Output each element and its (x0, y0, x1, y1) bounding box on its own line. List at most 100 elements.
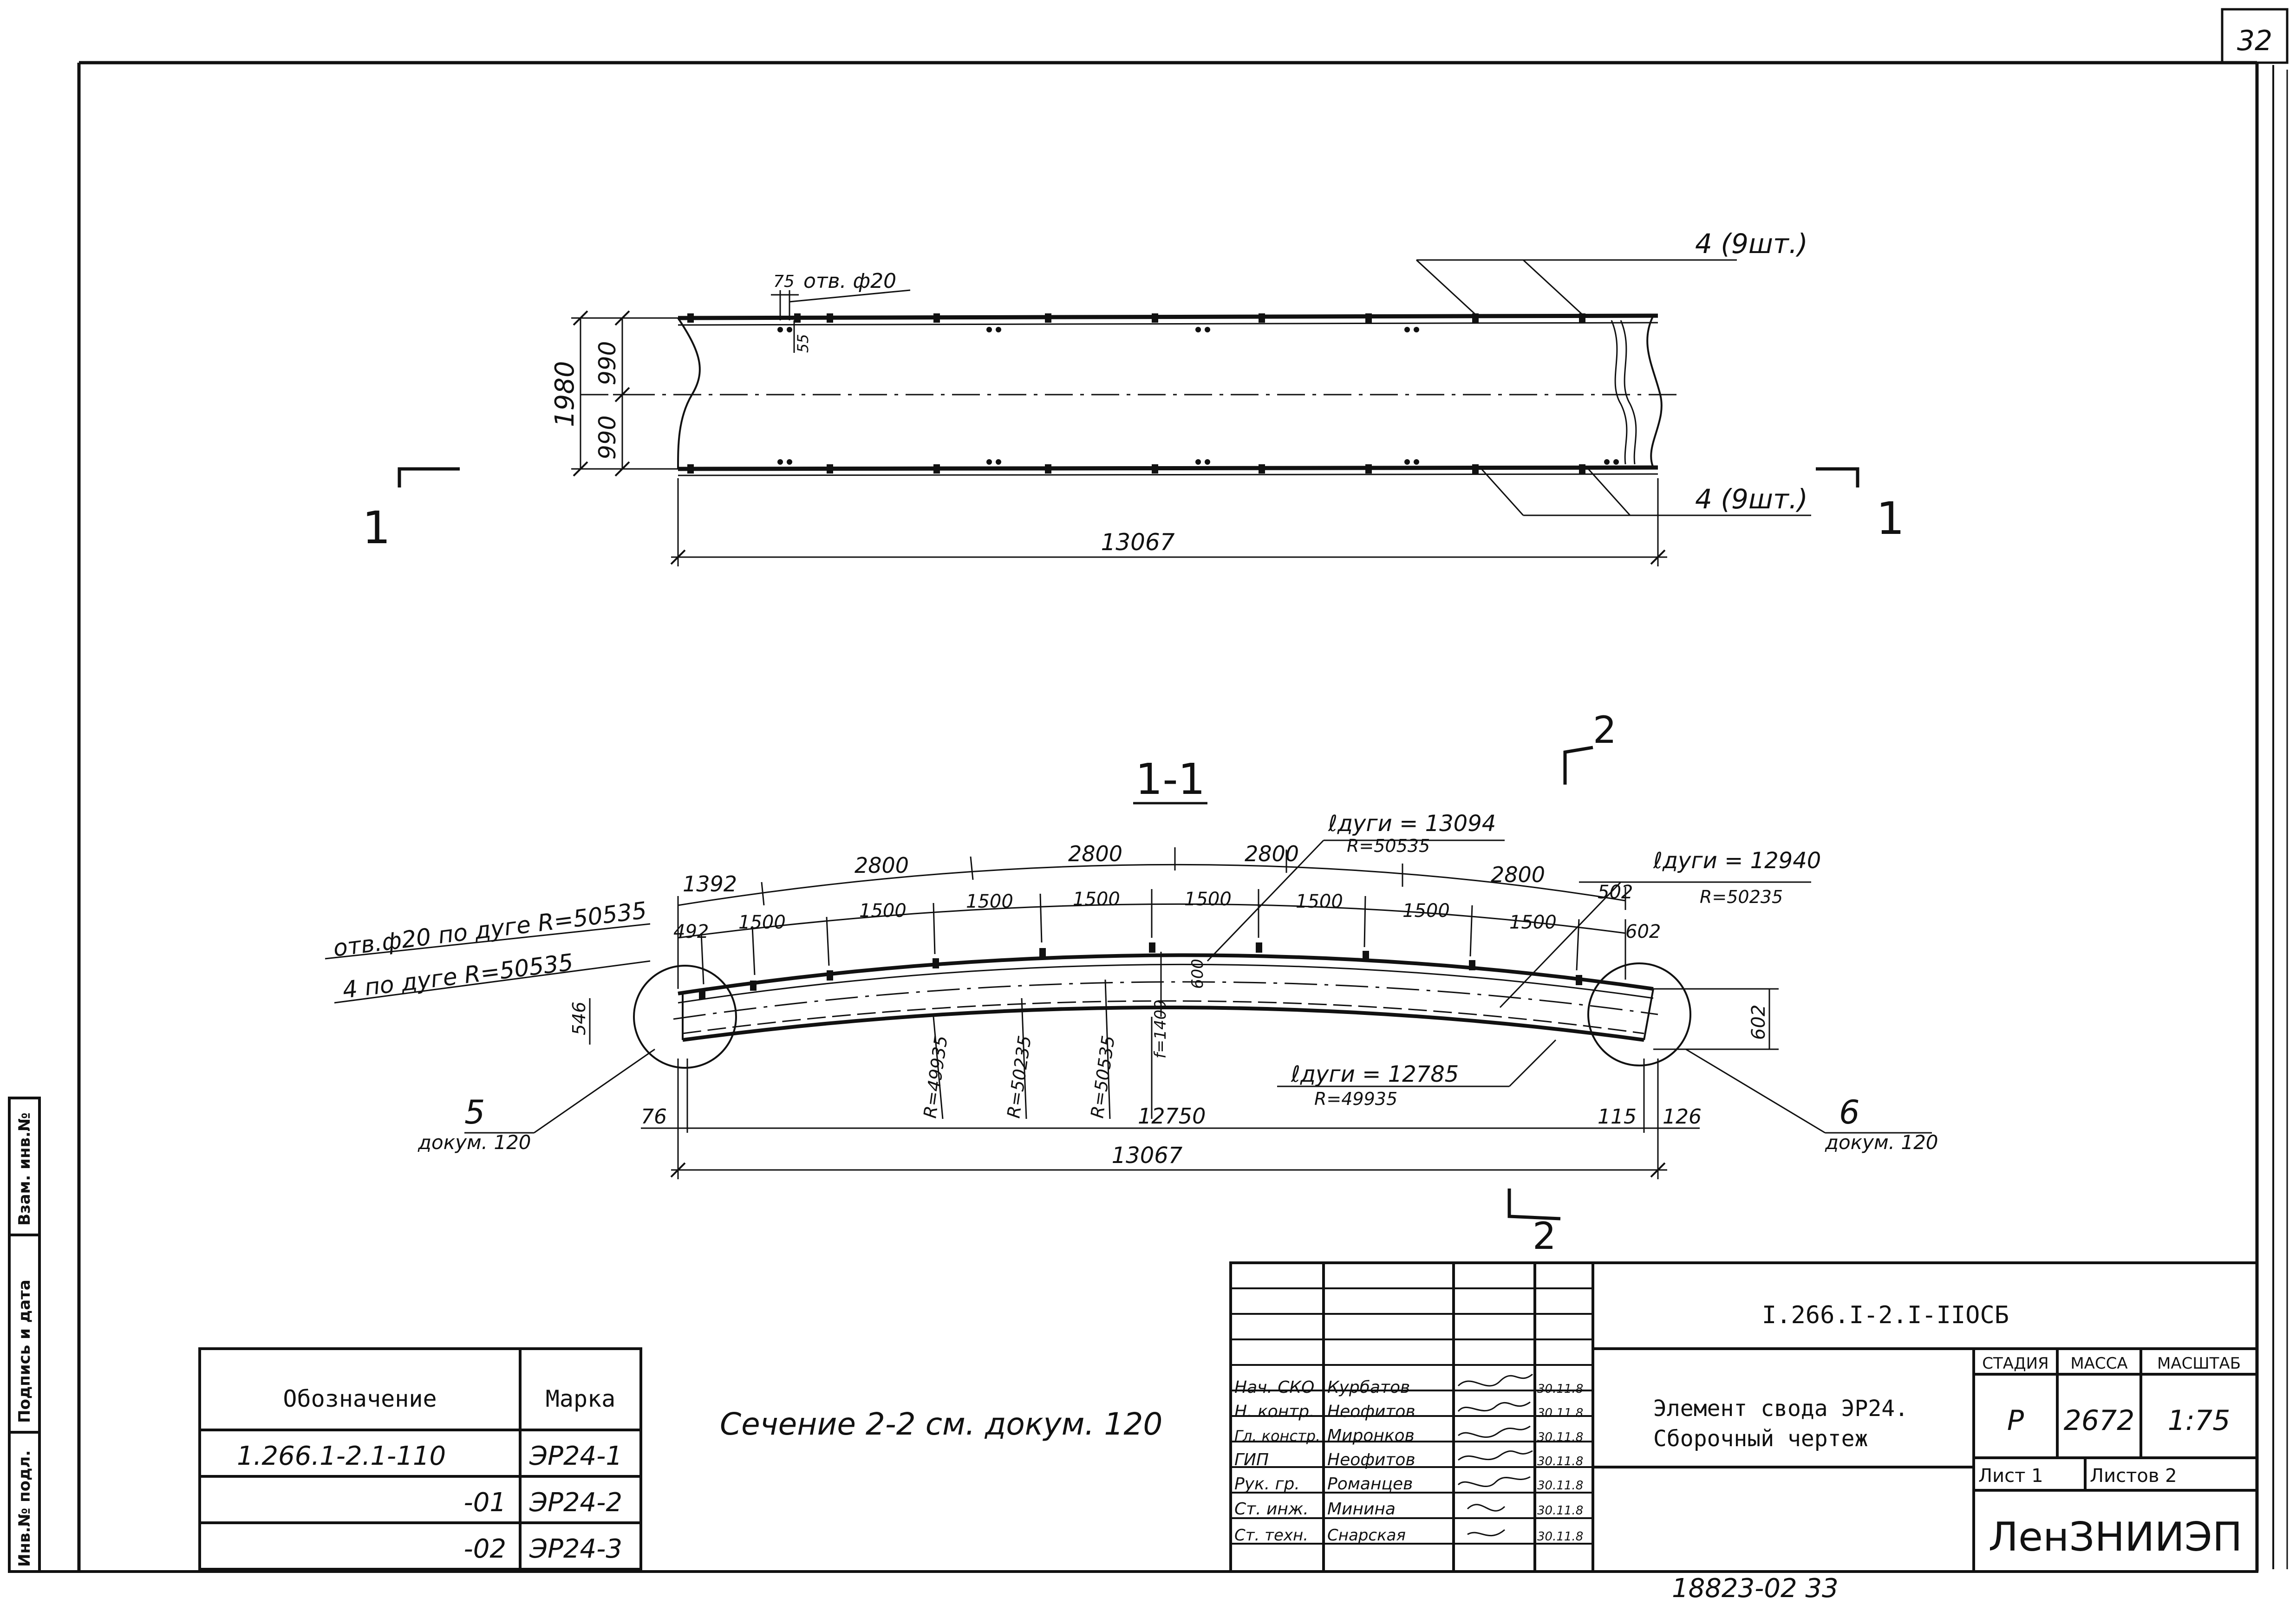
section-dim-502: 502 (1598, 882, 1633, 903)
mass-label: МАССА (2070, 1354, 2127, 1373)
section-dim-600: 600 (1188, 959, 1207, 989)
staff-name: Миронков (1327, 1426, 1415, 1445)
spec-header-designation: Обозначение (283, 1385, 437, 1412)
section-dim-126: 126 (1663, 1105, 1702, 1129)
staff-date: 30.11.8 (1537, 1530, 1583, 1544)
scale-value: 1:75 (2168, 1404, 2231, 1437)
section-dim-2800-4: 2800 (1491, 862, 1545, 887)
side-stamp-inv-sub: Инв.№ подл. (15, 1450, 34, 1567)
plan-hole-label: отв. ф20 (803, 269, 896, 293)
section-arc-right-r: R=50235 (1700, 887, 1783, 907)
staff-date: 30.11.8 (1537, 1406, 1583, 1420)
signatures (1457, 1373, 1533, 1536)
section-arc-bottom-l: ℓдуги = 12785 (1291, 1061, 1459, 1087)
section-node-right-ref: докум. 120 (1825, 1131, 1938, 1154)
section-dim-1500-3: 1500 (966, 891, 1013, 912)
section-dim-1500-6: 1500 (1296, 891, 1343, 912)
staff-date: 30.11.8 (1537, 1382, 1583, 1396)
staff-name: Романцев (1327, 1475, 1413, 1494)
plan-callout-top: 4 (9шт.) (1695, 228, 1808, 260)
section-cut-marker-top: 2 (1593, 708, 1617, 752)
spec-row-3-designation: -02 (464, 1534, 506, 1564)
section-node-right-num: 6 (1839, 1093, 1860, 1131)
staff-date: 30.11.8 (1537, 1455, 1583, 1468)
section-dim-115: 115 (1598, 1105, 1637, 1129)
section-dim-f: f=1409 (1151, 1000, 1170, 1059)
section-dim-2800-1: 2800 (854, 853, 909, 878)
section-dim-602-top: 602 (1625, 921, 1661, 942)
staff-role: Рук. гр. (1234, 1475, 1300, 1494)
spec-row-1-mark: ЭР24-1 (529, 1441, 622, 1471)
plan-view (398, 259, 1859, 566)
section-dim-12750: 12750 (1138, 1104, 1206, 1129)
plan-callout-bottom: 4 (9шт.) (1695, 483, 1808, 515)
stage-value: Р (2007, 1404, 2024, 1437)
section-bolts (699, 942, 1582, 999)
side-stamp (8, 1097, 41, 1573)
section-note: Сечение 2-2 см. докум. 120 (720, 1406, 1162, 1442)
section-dim-1500-5: 1500 (1184, 889, 1232, 910)
plan-dim-1980: 1980 (550, 361, 580, 427)
stage-label: СТАДИЯ (1982, 1354, 2048, 1373)
section-arc-right-l: ℓдуги = 12940 (1653, 848, 1821, 874)
section-dim-76: 76 (641, 1105, 667, 1129)
plan-dim-55: 55 (794, 334, 812, 353)
side-stamp-inv-swap: Взам. инв.№ (15, 1112, 34, 1226)
spec-row-2-mark: ЭР24-2 (529, 1488, 622, 1518)
plan-dim-990-top: 990 (594, 341, 621, 385)
plan-dim-75: 75 (773, 272, 795, 291)
section-r-label-3: R=50535 (1087, 1034, 1119, 1120)
spec-row-2-designation: -01 (464, 1488, 506, 1518)
spec-row-3-mark: ЭР24-3 (529, 1534, 622, 1564)
section-dim-1500-4: 1500 (1073, 889, 1120, 910)
staff-name: Минина (1327, 1500, 1396, 1519)
section-node-left-ref: докум. 120 (417, 1131, 531, 1154)
staff-role: Ст. инж. (1234, 1500, 1309, 1519)
staff-role: Ст. техн. (1234, 1526, 1308, 1545)
staff-role: ГИП (1234, 1450, 1269, 1469)
section-arc-top-l: ℓдуги = 13094 (1328, 811, 1496, 837)
section-dim-1500-2: 1500 (859, 900, 907, 922)
section-r-label-1: R=49935 (920, 1034, 952, 1120)
section-arc-top-r: R=50535 (1347, 836, 1430, 856)
title-block (1229, 1261, 2258, 1573)
section-arc-bottom-r: R=49935 (1314, 1089, 1397, 1109)
section-view (325, 746, 1932, 1221)
section-dim-492: 492 (673, 921, 709, 942)
org-name: ЛенЗНИИЭП (1989, 1514, 2243, 1560)
plan-bolts (687, 313, 1619, 474)
sheet-label: Лист 1 (1978, 1465, 2043, 1487)
drawing-title-line2: Сборочный чертеж (1653, 1426, 1868, 1452)
plan-dim-13067: 13067 (1101, 529, 1174, 556)
section-dim-1500-1: 1500 (738, 912, 786, 933)
drawing-title-line1: Элемент свода ЭР24. (1653, 1396, 1908, 1422)
staff-name: Курбатов (1327, 1378, 1410, 1397)
staff-list: Нач. СКО Курбатов 30.11.8 Н. контр. Неоф… (1234, 1378, 1583, 1545)
staff-role: Нач. СКО (1234, 1378, 1314, 1397)
section-title: 1-1 (1135, 754, 1205, 804)
doc-code: I.266.I-2.I-IIOСБ (1762, 1301, 2009, 1329)
plan-cut-marker-right: 1 (1876, 493, 1905, 545)
section-dim-546: 546 (569, 1001, 589, 1035)
staff-date: 30.11.8 (1537, 1479, 1583, 1493)
plan-cut-marker-left: 1 (362, 502, 391, 554)
sheet-number: 32 (2237, 25, 2272, 57)
staff-role: Н. контр. (1234, 1402, 1315, 1421)
section-dim-1500-7: 1500 (1402, 900, 1450, 922)
spec-row-1-designation: 1.266.1-2.1-110 (237, 1441, 446, 1471)
side-stamp-sign-date: Подпись и дата (15, 1280, 34, 1423)
staff-date: 30.11.8 (1537, 1504, 1583, 1518)
section-cut-marker-bottom: 2 (1533, 1215, 1556, 1258)
plan-dim-990-bottom: 990 (594, 416, 621, 460)
section-dim-602-side: 602 (1748, 1005, 1769, 1040)
section-dim-2800-2: 2800 (1068, 841, 1122, 866)
mass-value: 2672 (2064, 1404, 2135, 1437)
section-node-left-num: 5 (464, 1093, 485, 1131)
section-dim-13067: 13067 (1112, 1143, 1183, 1169)
section-arc4-label: 4 по дуге R=50535 (341, 948, 574, 1003)
staff-name: Неофитов (1327, 1450, 1415, 1469)
sheets-label: Листов 2 (2090, 1465, 2177, 1487)
section-dim-1392: 1392 (683, 871, 737, 896)
sheet-frame (9, 8, 2289, 1573)
